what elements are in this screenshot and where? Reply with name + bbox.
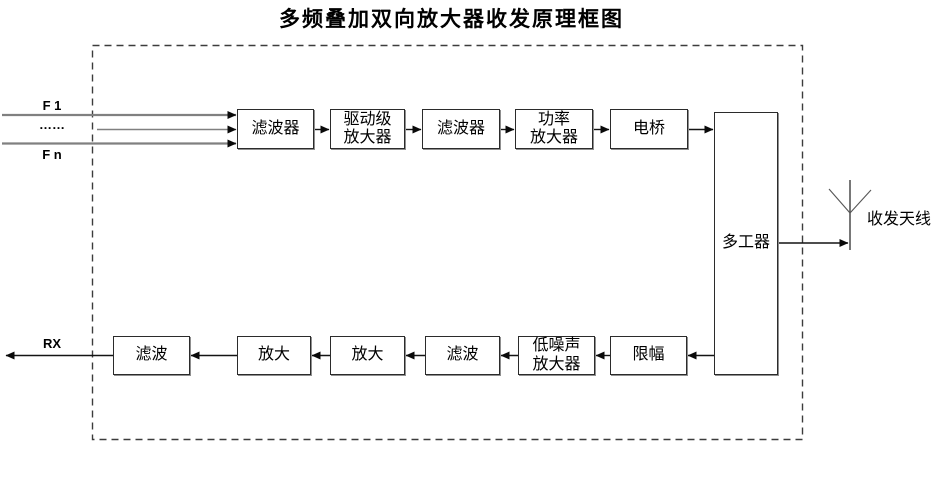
- block-rx-amp-1: 放大: [237, 336, 311, 375]
- block-label: 电桥: [632, 119, 665, 137]
- block-power-amplifier: 功率 放大器: [515, 109, 593, 149]
- block-limiter: 限幅: [610, 336, 687, 375]
- block-label: 低噪声 放大器: [532, 337, 581, 373]
- input-label-f1: F 1: [42, 98, 62, 113]
- system-boundary: [91, 44, 804, 441]
- block-multiplexer: 多工器: [714, 112, 778, 375]
- block-lna: 低噪声 放大器: [518, 336, 595, 375]
- block-label: 放大: [257, 346, 290, 364]
- block-label: 滤波: [135, 346, 168, 364]
- block-label: 多工器: [721, 234, 770, 252]
- block-label: 滤波器: [251, 119, 300, 137]
- diagram-title: 多频叠加双向放大器收发原理框图: [279, 8, 624, 31]
- block-label: 滤波: [446, 346, 479, 364]
- block-rx-filter-out: 滤波: [113, 336, 190, 375]
- block-rx-filter-2: 滤波: [425, 336, 500, 375]
- block-tx-filter-1: 滤波器: [237, 109, 314, 149]
- block-label: 限幅: [632, 346, 665, 364]
- block-bridge: 电桥: [610, 109, 688, 149]
- input-label-dots: ……: [39, 117, 65, 132]
- block-tx-filter-2: 滤波器: [422, 109, 500, 149]
- block-label: 功率 放大器: [529, 110, 578, 146]
- block-driver-amplifier: 驱动级 放大器: [330, 109, 405, 149]
- antenna-label: 收发天线: [867, 211, 932, 228]
- block-rx-amp-2: 放大: [330, 336, 405, 375]
- block-label: 驱动级 放大器: [343, 110, 392, 146]
- output-label-rx: RX: [42, 336, 62, 351]
- block-label: 放大: [351, 346, 384, 364]
- block-label: 滤波器: [436, 119, 485, 137]
- antenna-icon: [828, 180, 872, 250]
- input-label-fn: F n: [42, 147, 62, 162]
